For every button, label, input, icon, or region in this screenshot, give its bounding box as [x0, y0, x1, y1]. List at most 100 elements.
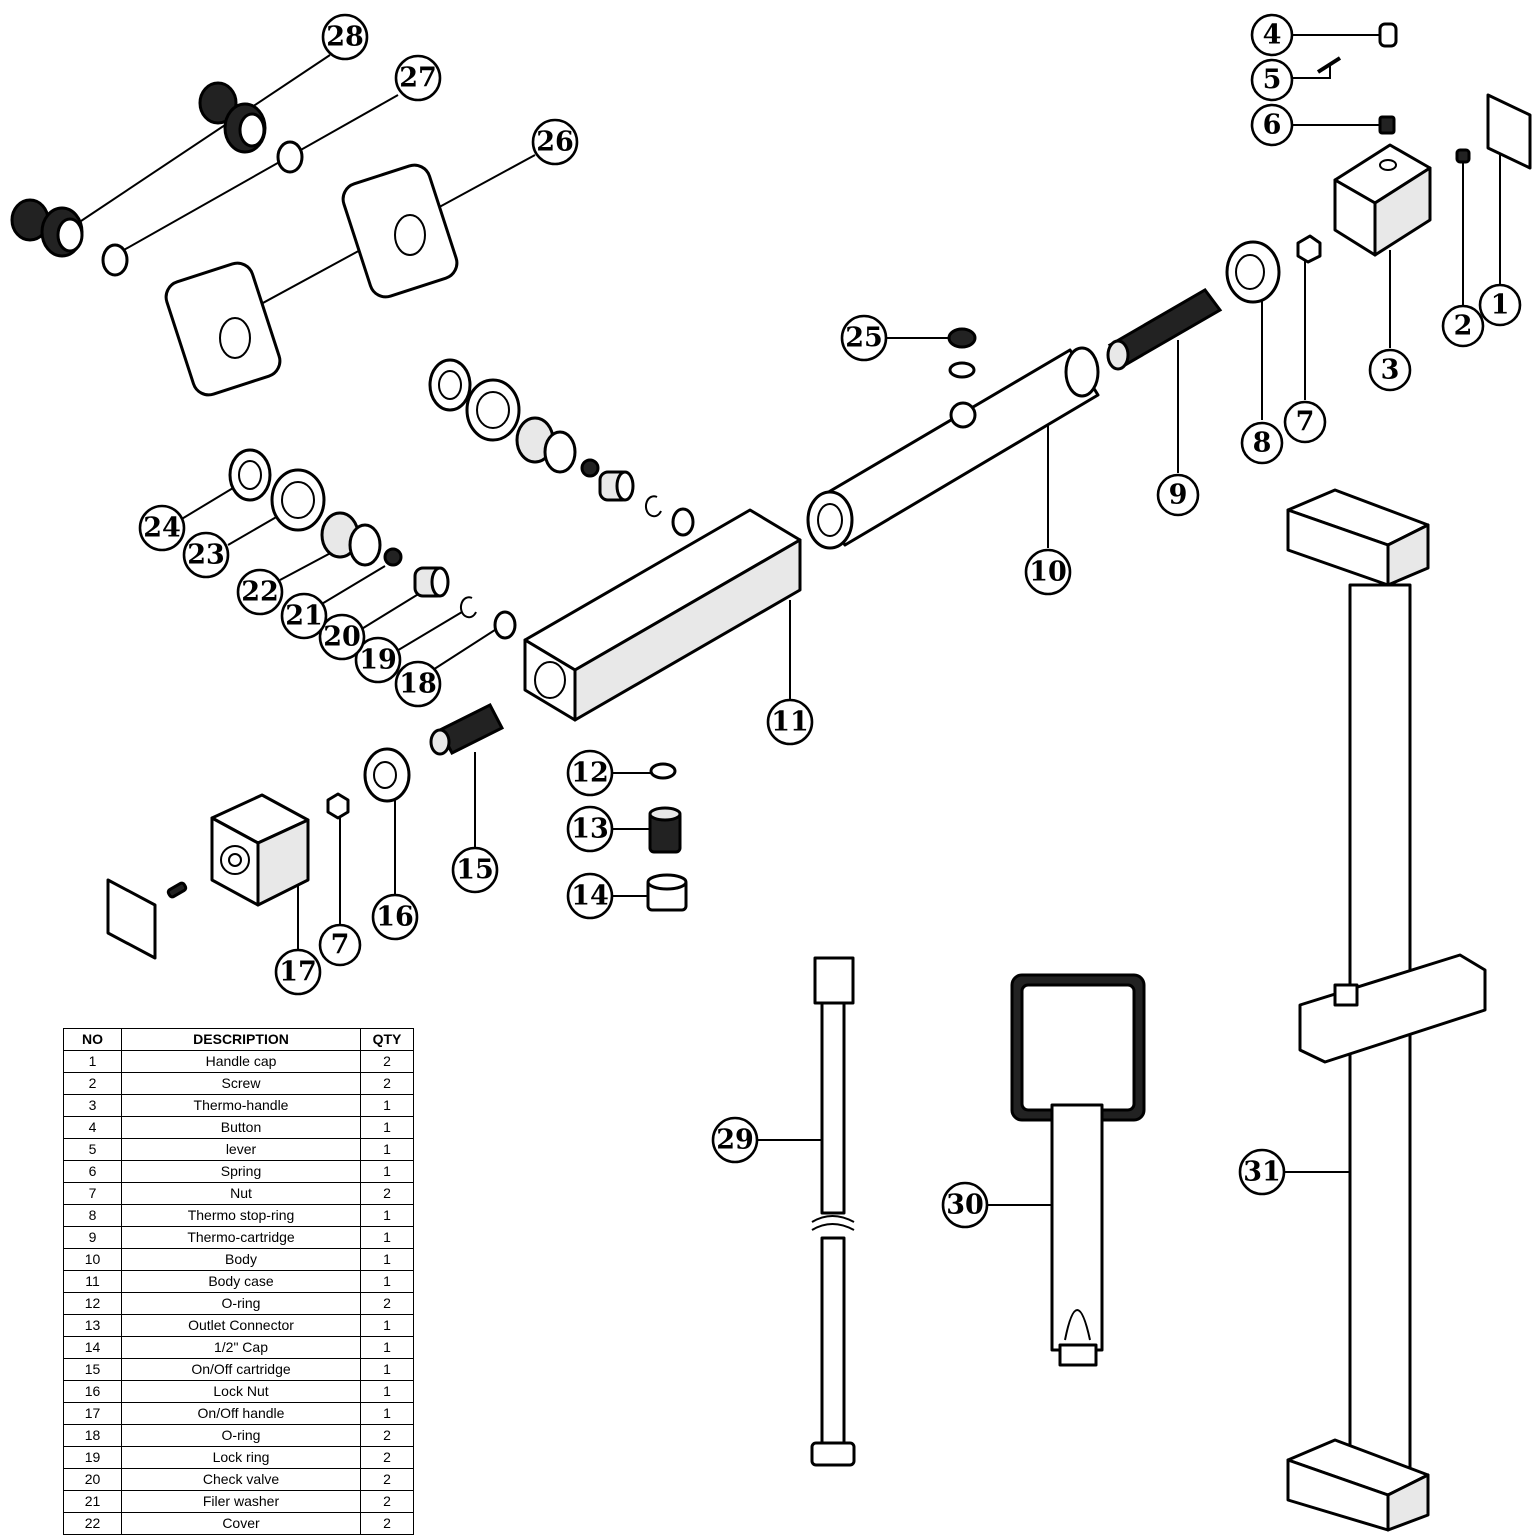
handle-cap-part-left [106, 878, 157, 960]
callout-8-text: 8 [1253, 428, 1272, 459]
callout-4: 4 [1250, 13, 1294, 57]
hand-shower-part [1010, 973, 1146, 1367]
body-part [806, 346, 1100, 550]
cell-description: Nut [121, 1182, 361, 1205]
spring-part [1378, 115, 1396, 135]
callout-19-text: 19 [359, 645, 397, 676]
cell-description: Handle cap [121, 1050, 361, 1073]
cell-description: Thermo stop-ring [121, 1204, 361, 1227]
callout-27-text: 27 [399, 63, 437, 94]
cell-qty: 1 [360, 1160, 414, 1183]
callout-1-text: 1 [1491, 290, 1510, 321]
cell-description: Outlet Connector [121, 1314, 361, 1337]
cell-qty: 2 [360, 1050, 414, 1073]
header-description: DESCRIPTION [121, 1028, 361, 1051]
callout-14-text: 14 [571, 881, 609, 912]
header-no: NO [63, 1028, 122, 1051]
lock-ring-19b-part [644, 495, 662, 518]
cell-qty: 1 [360, 1270, 414, 1293]
cell-qty: 1 [360, 1116, 414, 1139]
cell-qty: 1 [360, 1138, 414, 1161]
cell-description: O-ring [121, 1424, 361, 1447]
callout-4-text: 4 [1263, 20, 1282, 51]
check-valve-20b-part [598, 470, 635, 502]
button-part [1378, 22, 1398, 48]
callout-9: 9 [1156, 473, 1200, 517]
cell-description: 1/2" Cap [121, 1336, 361, 1359]
callout-17-text: 17 [279, 957, 317, 988]
cell-description: Screw [121, 1072, 361, 1095]
callout-27: 27 [394, 54, 442, 102]
callout-24-text: 24 [143, 513, 181, 544]
cover-22-part [320, 511, 382, 567]
cell-qty: 1 [360, 1204, 414, 1227]
callout-23: 23 [182, 531, 230, 579]
cell-no: 12 [63, 1292, 122, 1315]
eccentric-28b-part [198, 81, 267, 154]
cell-description: On/Off handle [121, 1402, 361, 1425]
cell-no: 5 [63, 1138, 122, 1161]
cell-no: 1 [63, 1050, 122, 1073]
thermo-handle-part [1333, 143, 1432, 257]
on-off-cartridge-part [429, 702, 505, 756]
cell-no: 13 [63, 1314, 122, 1337]
callout-28: 28 [321, 13, 369, 61]
cell-no: 2 [63, 1072, 122, 1095]
callout-7b-text: 7 [331, 930, 350, 961]
cell-qty: 1 [360, 1402, 414, 1425]
screw-part [1455, 148, 1471, 164]
cell-qty: 2 [360, 1446, 414, 1469]
cell-description: O-ring [121, 1292, 361, 1315]
filter-washer-21b-part [580, 458, 600, 478]
cell-qty: 1 [360, 1358, 414, 1381]
cell-no: 4 [63, 1116, 122, 1139]
callout-5-text: 5 [1263, 65, 1282, 96]
cell-qty: 2 [360, 1468, 414, 1491]
callout-13-text: 13 [571, 814, 609, 845]
on-off-handle-part [210, 793, 310, 907]
cell-no: 7 [63, 1182, 122, 1205]
cell-qty: 2 [360, 1072, 414, 1095]
callout-10: 10 [1024, 548, 1072, 596]
callout-8: 8 [1240, 421, 1284, 465]
cell-no: 16 [63, 1380, 122, 1403]
cell-qty: 1 [360, 1380, 414, 1403]
cell-no: 21 [63, 1490, 122, 1513]
cell-no: 10 [63, 1248, 122, 1271]
lock-ring-19-part [459, 596, 477, 619]
callout-13: 13 [566, 805, 614, 853]
cell-qty: 2 [360, 1292, 414, 1315]
cell-qty: 1 [360, 1336, 414, 1359]
cell-no: 9 [63, 1226, 122, 1249]
callout-3: 3 [1368, 348, 1412, 392]
cell-no: 17 [63, 1402, 122, 1425]
cell-description: Spring [121, 1160, 361, 1183]
callout-10-text: 10 [1029, 557, 1067, 588]
header-qty: QTY [360, 1028, 414, 1051]
callout-30-text: 30 [946, 1190, 984, 1221]
cell-no: 3 [63, 1094, 122, 1117]
callout-24: 24 [138, 504, 186, 552]
callout-2-text: 2 [1454, 311, 1473, 342]
nut-23-part [270, 468, 326, 532]
nut-part [1296, 234, 1322, 264]
cell-no: 8 [63, 1204, 122, 1227]
cell-no: 19 [63, 1446, 122, 1469]
callout-20: 20 [318, 613, 366, 661]
callout-30: 30 [941, 1181, 989, 1229]
callout-11-text: 11 [771, 707, 809, 738]
callout-22-text: 22 [241, 577, 279, 608]
callout-16-text: 16 [376, 902, 414, 933]
cell-no: 15 [63, 1358, 122, 1381]
callout-28-text: 28 [326, 22, 364, 53]
callout-14: 14 [566, 872, 614, 920]
shower-hose-part [810, 956, 856, 1467]
